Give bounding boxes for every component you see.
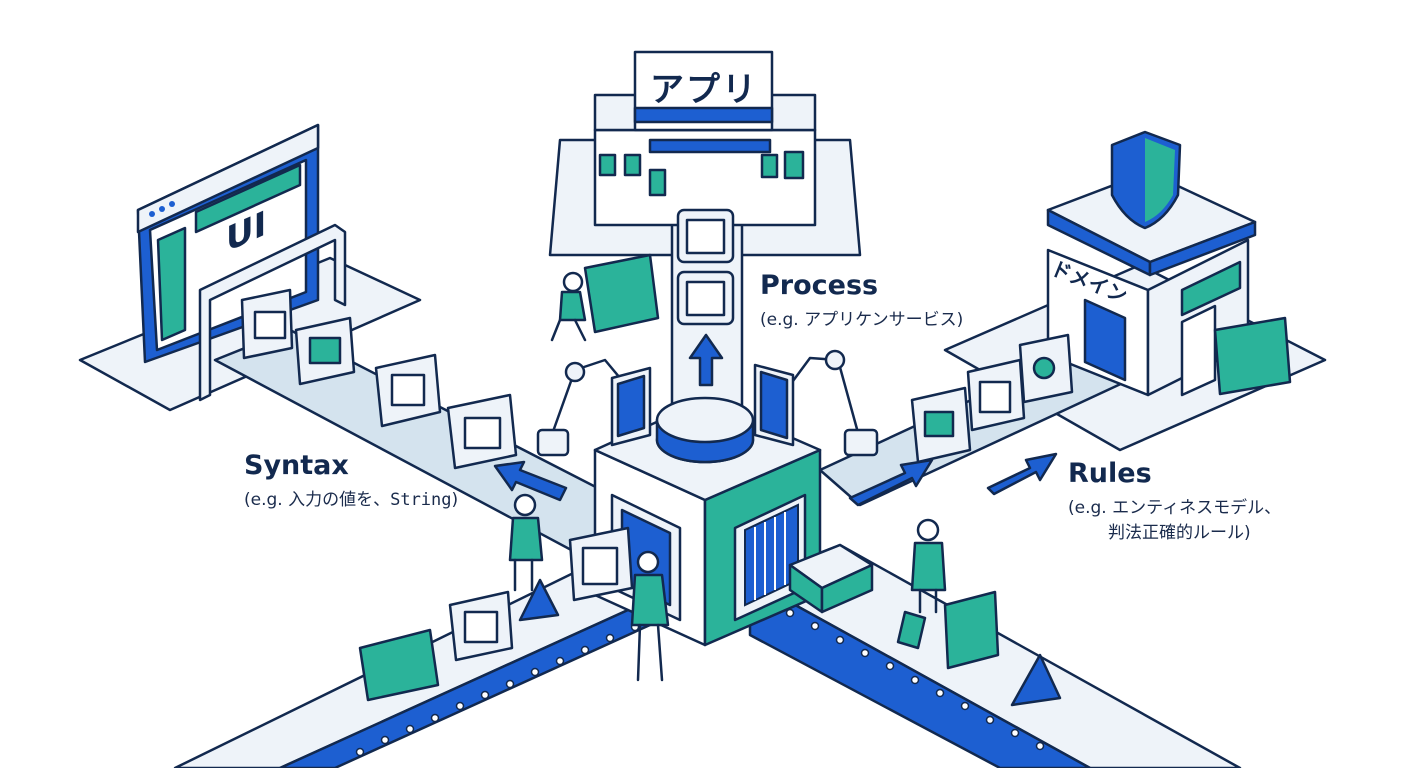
suitcase-right-1 bbox=[943, 590, 1000, 670]
suitcase-list bbox=[374, 353, 442, 428]
worker-center bbox=[630, 550, 670, 682]
worker-right bbox=[910, 518, 947, 614]
rules-subtitle-line2: 判法正確的ルール) bbox=[1108, 523, 1251, 543]
syntax-label: Syntax (e.g. 入力の値を、String) bbox=[244, 450, 458, 510]
shield-icon bbox=[1110, 130, 1182, 230]
suitcase-conveyor-1 bbox=[358, 628, 440, 702]
suitcase-cube bbox=[910, 386, 972, 464]
process-card-branch bbox=[676, 270, 735, 326]
arrow-left-syntax bbox=[493, 460, 568, 502]
syntax-subtitle-code: String bbox=[390, 490, 452, 510]
app-sign: アプリ bbox=[650, 70, 758, 110]
arrow-up-process bbox=[688, 333, 724, 387]
syntax-subtitle-prefix: (e.g. 入力の値を、 bbox=[244, 490, 391, 510]
suitcase-form bbox=[294, 316, 356, 386]
pyramid-left bbox=[518, 578, 560, 622]
ui-gate-arch bbox=[198, 223, 347, 402]
suitcase-conveyor-3 bbox=[568, 526, 634, 602]
card-right bbox=[896, 610, 927, 650]
conveyor-rollers-right bbox=[760, 595, 1045, 751]
process-title: Process bbox=[760, 270, 879, 301]
suitcase-held bbox=[583, 253, 660, 334]
app-building bbox=[593, 50, 817, 227]
central-hub bbox=[593, 396, 822, 647]
rules-label: Rules (e.g. エンティネスモデル、 判法正確的ルール) bbox=[1068, 458, 1281, 543]
rules-title: Rules bbox=[1068, 458, 1152, 489]
suitcase-tree bbox=[966, 358, 1026, 432]
worker-app bbox=[550, 271, 587, 342]
suitcase-gears bbox=[1018, 333, 1074, 404]
rules-subtitle-line1: (e.g. エンティネスモデル、 bbox=[1068, 498, 1282, 518]
suitcase-conveyor-2 bbox=[448, 590, 514, 662]
process-subtitle: (e.g. アプリケンサービス) bbox=[760, 310, 964, 330]
syntax-title: Syntax bbox=[244, 450, 349, 481]
arrow-right-domain bbox=[848, 458, 934, 507]
robot-arm-left bbox=[536, 358, 652, 457]
suitcase-code bbox=[240, 288, 294, 360]
pyramid-right bbox=[1010, 653, 1062, 707]
tray-chart bbox=[788, 543, 874, 614]
process-label: Process (e.g. アプリケンサービス) bbox=[760, 270, 963, 330]
worker-syntax bbox=[508, 493, 544, 592]
suitcase-domain bbox=[1213, 316, 1292, 396]
process-card-flow bbox=[676, 208, 735, 264]
arrow-right-rules bbox=[986, 452, 1058, 496]
syntax-subtitle: (e.g. 入力の値を、String) bbox=[244, 485, 458, 510]
robot-arm-right bbox=[753, 349, 879, 457]
syntax-subtitle-suffix: ) bbox=[451, 490, 459, 510]
suitcase-brackets bbox=[446, 393, 518, 470]
